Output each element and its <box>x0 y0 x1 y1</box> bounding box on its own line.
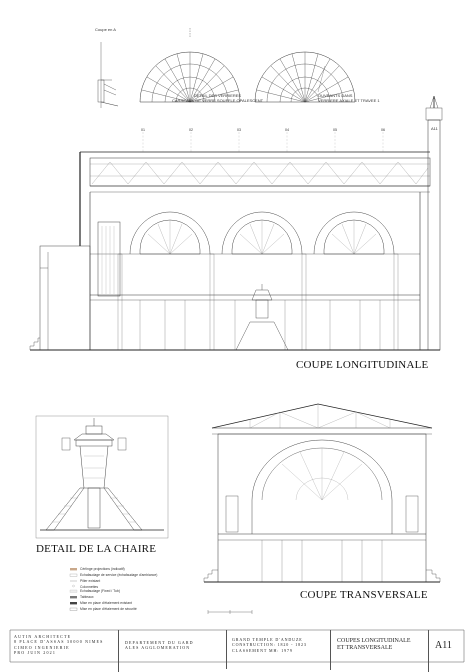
scale-bar <box>207 610 253 614</box>
detail-chaire <box>35 415 169 539</box>
title-block-architect: AUTIN ARCHITECTE 8 PLACE D'ASSAS 30000 N… <box>14 634 104 656</box>
axis-label-03: 03 <box>237 128 241 132</box>
legend-item: Mise en place d'étaiement de sécurité <box>80 607 137 611</box>
axis-label-04: 04 <box>285 128 289 132</box>
legend-item: Tableaux <box>80 595 94 599</box>
title-block-client: DEPARTEMENT DU GARD ALES AGGLOMERATION <box>118 630 223 672</box>
coupe-a-profile <box>97 42 119 108</box>
detail-verrieres-label: DETAIL DES VERRIERES CARREAUX DE VERRE S… <box>172 93 264 103</box>
legend-item: Colonnettes <box>80 585 99 589</box>
legend-swatches <box>69 568 78 611</box>
title-detail-chaire: DETAIL DE LA CHAIRE <box>36 543 157 555</box>
axis-label-01: 01 <box>141 128 145 132</box>
legend-item: Echafaudage de service (échafaudage d'am… <box>80 573 158 577</box>
axis-label-05: 05 <box>333 128 337 132</box>
drawing-sheet-number: A11 <box>431 126 438 131</box>
legend-item: Cérlinge projections (indicatif) <box>80 567 125 571</box>
verriere-right-detail <box>254 51 356 103</box>
verriere-left-detail <box>139 28 241 103</box>
legend-item: Pilier existant <box>80 579 101 583</box>
coupe-transversale <box>203 403 441 583</box>
title-coupe-transversale: COUPE TRANSVERSALE <box>300 589 428 601</box>
axis-label-02: 02 <box>189 128 193 132</box>
axis-label-06: 06 <box>381 128 385 132</box>
title-block-frame <box>9 629 465 663</box>
title-block-sheet-number: A11 <box>428 630 469 672</box>
title-block-sheet-title: COUPES LONGITUDINALE ET TRANSVERSALE <box>330 630 427 670</box>
coupe-longitudinale <box>29 95 443 351</box>
legend-item: Echafaudage (Fixed / Tub) <box>80 589 120 593</box>
title-coupe-longitudinale: COUPE LONGITUDINALE <box>296 359 429 371</box>
legend-item: Mise en place d'étaiement existant <box>80 601 132 605</box>
title-block-project: GRAND TEMPLE D'ANDUZE CONSTRUCTION: 1820… <box>226 630 328 669</box>
ouvrants-label: OUVRANTS DANS VERRIERE AXIALE ET TRAVEE … <box>318 93 380 103</box>
coupe-label: Coupe en A <box>95 27 116 32</box>
